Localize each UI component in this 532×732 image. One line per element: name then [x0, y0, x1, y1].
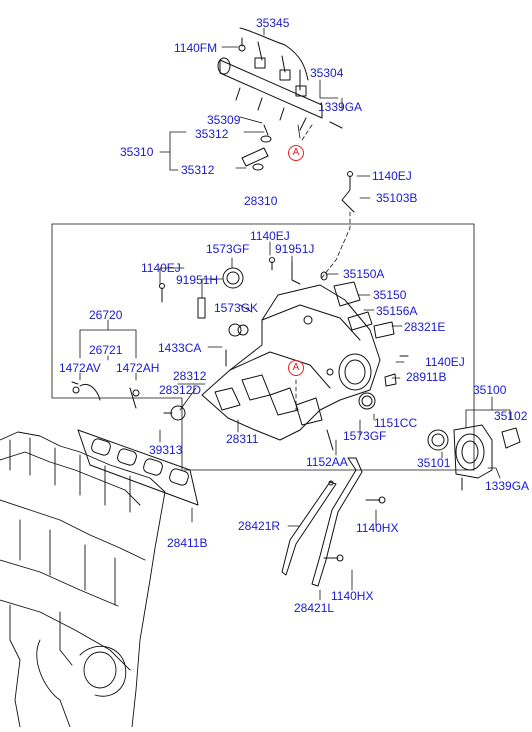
part-label-35100[interactable]: 35100 — [473, 383, 507, 397]
part-label-1472AV[interactable]: 1472AV — [59, 361, 101, 375]
part-label-1140EJ[interactable]: 1140EJ — [425, 355, 465, 369]
small-fasteners — [159, 171, 409, 451]
part-label-35150[interactable]: 35150 — [373, 288, 407, 302]
part-label-91951J[interactable]: 91951J — [275, 242, 315, 256]
part-label-1140FM[interactable]: 1140FM — [174, 41, 218, 55]
fuel-rail-assembly — [217, 27, 343, 131]
part-label-26720[interactable]: 26720 — [89, 308, 123, 322]
part-label-28421L[interactable]: 28421L — [294, 601, 335, 615]
part-label-1339GA[interactable]: 1339GA — [318, 100, 363, 114]
part-label-28312[interactable]: 28312 — [173, 369, 207, 383]
part-label-35312[interactable]: 35312 — [181, 163, 215, 177]
part-label-1573GK[interactable]: 1573GK — [214, 301, 259, 315]
part-label-1140HX[interactable]: 1140HX — [331, 589, 374, 603]
part-label-26721[interactable]: 26721 — [89, 343, 123, 357]
leader-lines — [51, 27, 511, 601]
part-label-35309[interactable]: 35309 — [207, 113, 241, 127]
pcv-hose — [71, 381, 140, 409]
reference-marker-a: A — [288, 360, 304, 376]
part-label-1152AA[interactable]: 1152AA — [306, 455, 348, 469]
support-bracket-r — [281, 480, 337, 576]
part-label-35156A[interactable]: 35156A — [376, 304, 418, 318]
part-label-35310[interactable]: 35310 — [120, 145, 154, 159]
reference-marker-a: A — [288, 145, 304, 161]
part-label-1573GF[interactable]: 1573GF — [343, 429, 387, 443]
part-label-35345[interactable]: 35345 — [256, 16, 290, 30]
part-label-35312[interactable]: 35312 — [195, 127, 229, 141]
part-label-91951H[interactable]: 91951H — [176, 273, 219, 287]
engine-block — [0, 431, 166, 728]
part-label-39313[interactable]: 39313 — [149, 443, 183, 457]
part-label-1140EJ[interactable]: 1140EJ — [141, 261, 181, 275]
idle-speed-actuator — [320, 271, 395, 339]
fuel-injector — [241, 124, 272, 171]
part-label-35103B[interactable]: 35103B — [376, 191, 418, 205]
part-label-35150A[interactable]: 35150A — [343, 267, 385, 281]
reference-dashed-lines — [295, 124, 351, 411]
part-label-1472AH[interactable]: 1472AH — [116, 361, 160, 375]
part-label-35101[interactable]: 35101 — [417, 456, 451, 470]
part-label-28321E[interactable]: 28321E — [404, 320, 446, 334]
part-label-28911B[interactable]: 28911B — [406, 370, 447, 384]
part-label-1433CA[interactable]: 1433CA — [158, 341, 202, 355]
part-label-1140HX[interactable]: 1140HX — [356, 521, 399, 535]
support-bracket-l — [311, 457, 363, 587]
throttle-body — [427, 424, 521, 491]
part-label-1140EJ[interactable]: 1140EJ — [372, 169, 412, 183]
part-label-28312D[interactable]: 28312D — [159, 383, 202, 397]
part-label-28421R[interactable]: 28421R — [238, 519, 281, 533]
part-label-35102[interactable]: 35102 — [494, 409, 528, 423]
part-label-35304[interactable]: 35304 — [310, 66, 344, 80]
bracket-bolts — [323, 496, 386, 562]
part-label-28311[interactable]: 28311 — [226, 432, 259, 446]
part-label-1339GA[interactable]: 1339GA — [485, 479, 530, 493]
part-label-28411B[interactable]: 28411B — [167, 536, 208, 550]
part-label-28310[interactable]: 28310 — [244, 194, 278, 208]
part-label-1573GF[interactable]: 1573GF — [206, 242, 250, 256]
part-label-1140EJ[interactable]: 1140EJ — [250, 229, 290, 243]
intake-manifold — [201, 284, 381, 441]
manifold-gasket — [77, 429, 199, 506]
part-label-1151CC[interactable]: 1151CC — [374, 416, 418, 430]
